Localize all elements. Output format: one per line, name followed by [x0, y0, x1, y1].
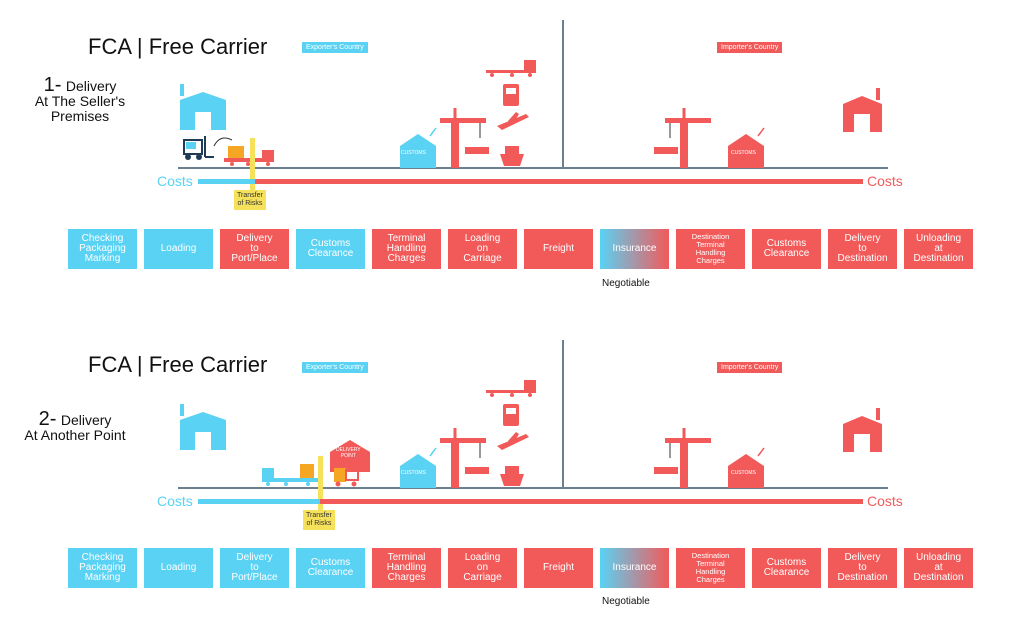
cost-step-box: Customs Clearance	[752, 548, 821, 588]
cost-step-box: Delivery to Port/Place	[220, 548, 289, 588]
scenario-text: Delivery At The Seller's Premises	[34, 78, 126, 124]
cost-step-box: Loading	[144, 229, 213, 269]
risk-transfer-marker	[318, 456, 323, 510]
panel-1-illustration	[178, 20, 888, 190]
scenario-heading: 1- Delivery At The Seller's Premises	[20, 75, 140, 124]
cost-step-box: Terminal Handling Charges	[372, 548, 441, 588]
buyer-cost-bar	[320, 499, 863, 504]
cost-step-box: Destination Terminal Handling Charges	[676, 548, 745, 588]
delivery-point-icon	[330, 440, 370, 472]
destination-crane-icon	[654, 108, 711, 168]
customs-house-icon	[400, 127, 437, 168]
cost-step-box: Destination Terminal Handling Charges	[676, 229, 745, 269]
scenario-number: 1-	[43, 74, 62, 96]
seller-warehouse-icon	[180, 84, 226, 130]
negotiable-label: Negotiable	[602, 278, 650, 289]
buyer-warehouse-icon	[843, 408, 882, 452]
cost-step-box: Loading on Carriage	[448, 548, 517, 588]
costs-left-label: Costs	[157, 493, 193, 509]
destination-customs-icon	[728, 447, 765, 488]
costs-right-label: Costs	[867, 493, 903, 509]
panel-1: FCA | Free Carrier Exporter's Country Im…	[0, 0, 1024, 300]
customs-label: CUSTOMS	[401, 150, 426, 156]
costs-right-label: Costs	[867, 173, 903, 189]
panel-2: FCA | Free Carrier Exporter's Country Im…	[0, 320, 1024, 620]
destination-crane-icon	[654, 428, 711, 488]
train-icon	[503, 84, 519, 106]
buyer-cost-bar	[255, 179, 863, 184]
scenario-number: 2-	[38, 408, 57, 430]
cost-step-box: Freight	[524, 229, 593, 269]
page-title: FCA | Free Carrier	[88, 352, 268, 377]
cost-step-box: Customs Clearance	[296, 548, 365, 588]
cost-step-box: Delivery to Port/Place	[220, 229, 289, 269]
cost-step-box: Unloading at Destination	[904, 229, 973, 269]
panel-2-illustration	[178, 340, 888, 510]
cost-step-box: Insurance	[600, 548, 669, 588]
port-crane-icon	[440, 108, 489, 168]
cost-step-box: Terminal Handling Charges	[372, 229, 441, 269]
trailer-truck-icon	[486, 380, 536, 397]
customs-house-icon	[400, 447, 437, 488]
forklift-icon	[183, 136, 233, 160]
airplane-icon	[497, 112, 529, 130]
buyer-warehouse-icon	[843, 88, 882, 132]
airplane-icon	[497, 432, 529, 450]
customs-label: CUSTOMS	[401, 470, 426, 476]
ship-icon	[500, 466, 524, 486]
destination-customs-icon	[728, 127, 765, 168]
destination-customs-label: CUSTOMS	[731, 150, 756, 156]
risk-transfer-label: Transfer of Risks	[303, 510, 335, 530]
scenario-text: Delivery At Another Point	[24, 412, 126, 443]
negotiable-label: Negotiable	[602, 596, 650, 607]
seller-warehouse-icon	[180, 404, 226, 450]
exporter-country-tag: Exporter's Country	[302, 362, 368, 373]
train-icon	[503, 404, 519, 426]
cost-step-box: Freight	[524, 548, 593, 588]
forklift-icon	[334, 468, 359, 487]
risk-transfer-label: Transfer of Risks	[234, 190, 266, 210]
cost-step-box: Customs Clearance	[296, 229, 365, 269]
costs-left-label: Costs	[157, 173, 193, 189]
cost-step-box: Insurance	[600, 229, 669, 269]
seller-truck-icon	[262, 464, 318, 486]
ship-icon	[500, 146, 524, 166]
destination-customs-label: CUSTOMS	[731, 470, 756, 476]
cost-step-box: Delivery to Destination	[828, 229, 897, 269]
cost-step-box: Loading on Carriage	[448, 229, 517, 269]
port-crane-icon	[440, 428, 489, 488]
cost-step-box: Delivery to Destination	[828, 548, 897, 588]
seller-cost-bar	[198, 179, 255, 184]
exporter-country-tag: Exporter's Country	[302, 42, 368, 53]
cost-step-box: Loading	[144, 548, 213, 588]
importer-country-tag: Importer's Country	[717, 42, 783, 53]
cost-step-box: Checking Packaging Marking	[68, 548, 137, 588]
truck-icon	[224, 146, 274, 166]
delivery-point-label: DELIVERY POINT	[336, 447, 361, 459]
cost-step-box: Customs Clearance	[752, 229, 821, 269]
trailer-truck-icon	[486, 60, 536, 77]
cost-step-box: Checking Packaging Marking	[68, 229, 137, 269]
cost-step-box: Unloading at Destination	[904, 548, 973, 588]
risk-transfer-marker	[250, 138, 255, 190]
seller-cost-bar	[198, 499, 320, 504]
page-title: FCA | Free Carrier	[88, 34, 268, 59]
scenario-heading: 2- Delivery At Another Point	[10, 409, 140, 443]
importer-country-tag: Importer's Country	[717, 362, 783, 373]
